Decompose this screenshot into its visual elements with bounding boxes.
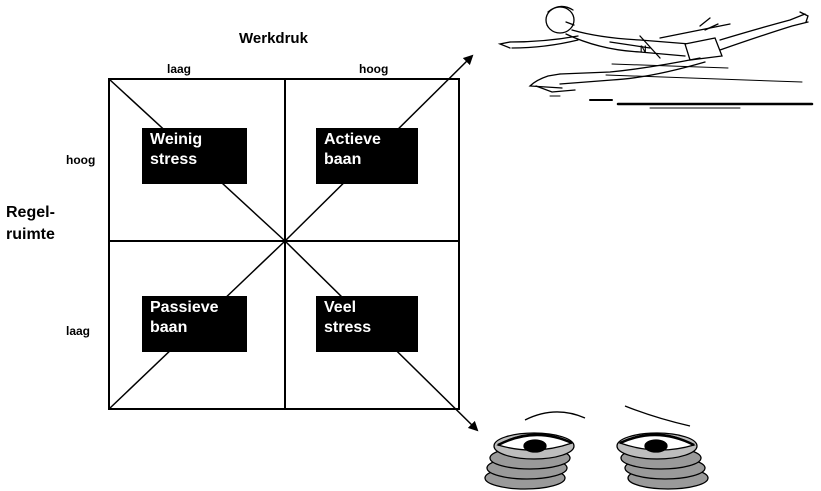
quadrant-veel-stress: Veel stress (316, 296, 418, 352)
quadrant-label-line1: Actieve (324, 131, 381, 148)
y-axis-high-label: hoog (66, 153, 96, 167)
quadrant-label-line2: baan (324, 151, 362, 168)
y-axis-title: Regel- ruimte (6, 202, 55, 246)
x-axis-title: Werkdruk (239, 30, 308, 47)
quadrant-label-line1: Weinig (150, 131, 203, 148)
y-axis-title-line2: ruimte (6, 226, 55, 243)
quadrant-label-line1: Veel (324, 299, 357, 316)
quadrant-passieve-baan: Passieve baan (142, 296, 247, 352)
quadrant-actieve-baan: Actieve baan (316, 128, 418, 184)
quadrant-label-line2: stress (324, 319, 372, 336)
quadrant-label-line1: Passieve (150, 299, 219, 316)
y-axis-title-line1: Regel- (6, 204, 55, 221)
quadrant-weinig-stress: Weinig stress (142, 128, 247, 184)
x-axis-high-label: hoog (359, 62, 389, 76)
svg-text:N: N (640, 44, 647, 54)
running-man-illustration: N (497, 5, 814, 109)
quadrant-label-line2: baan (150, 319, 188, 336)
quadrant-label-line2: stress (150, 151, 198, 168)
tired-eyes-illustration (484, 405, 709, 490)
x-axis-low-label: laag (167, 62, 192, 76)
y-axis-low-label: laag (66, 324, 91, 338)
